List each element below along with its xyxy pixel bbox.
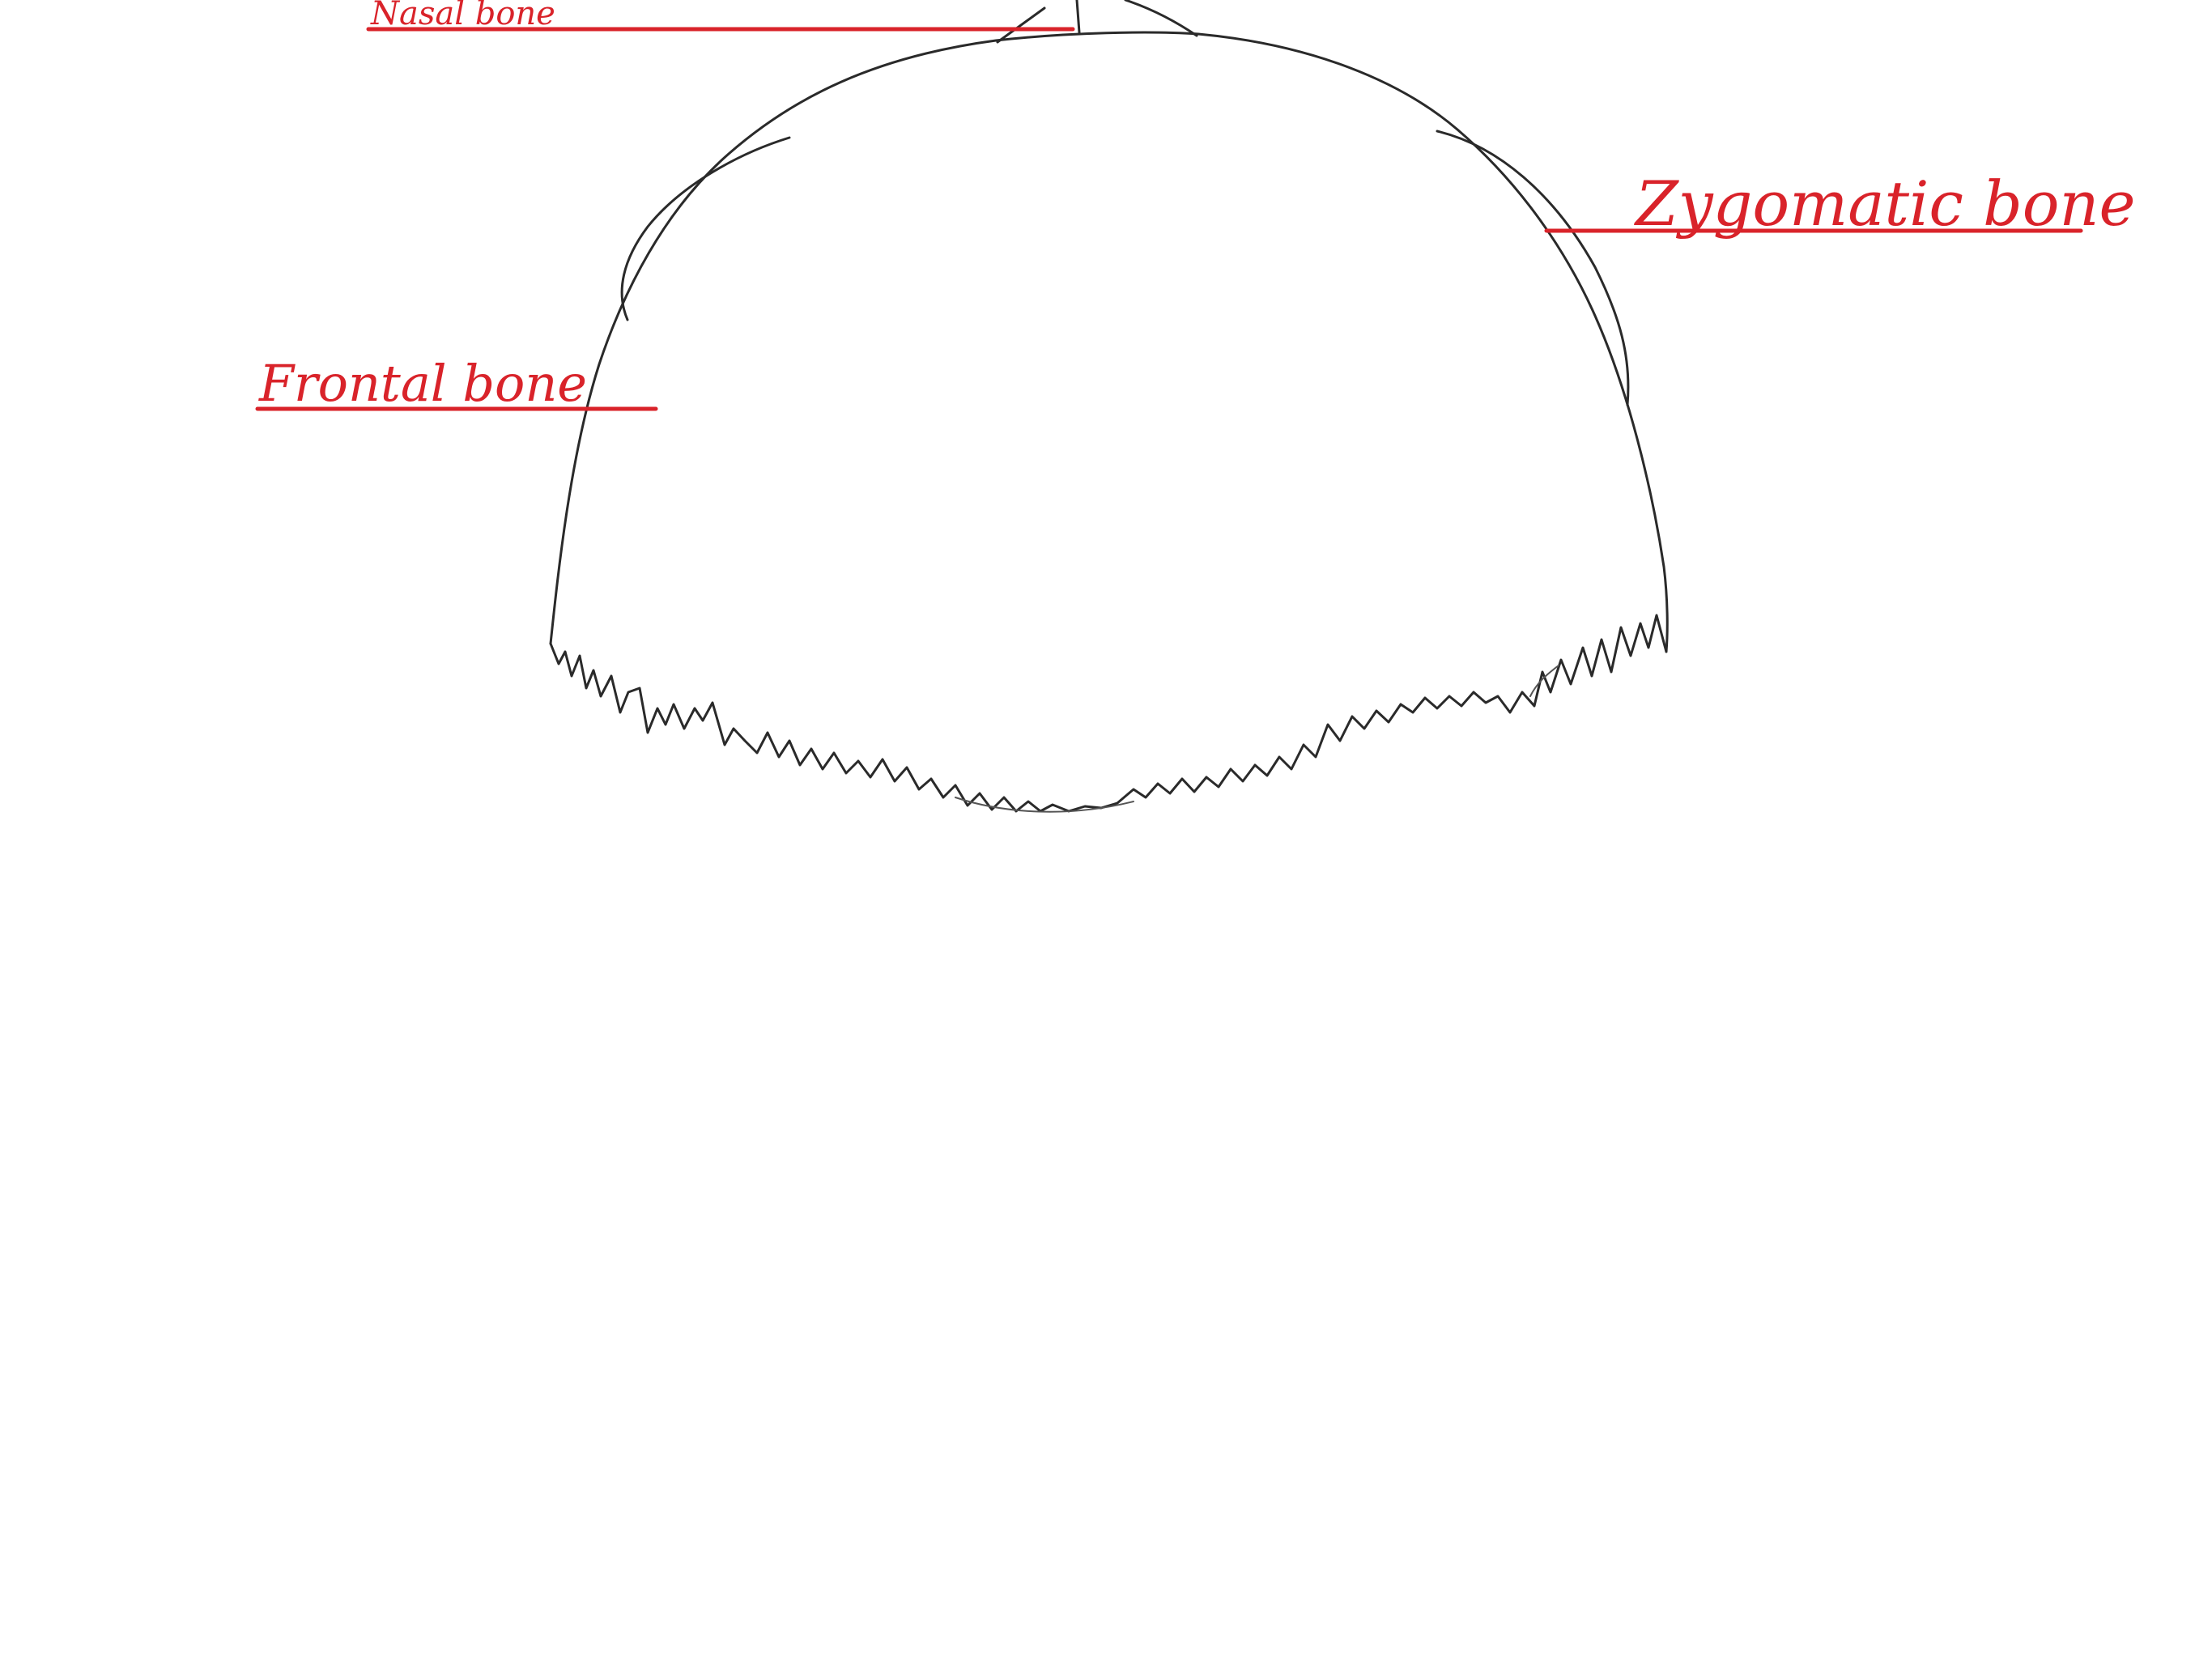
zygomatic-bone-label: Zygomatic bone — [1634, 168, 2135, 240]
nasal-bone-outline — [998, 0, 1197, 42]
skull-outline — [551, 32, 1667, 652]
frontal-bone-label: Frontal bone — [258, 354, 587, 413]
nasal-bone-label: Nasal bone — [370, 0, 555, 32]
jagged-bottom-edge — [551, 615, 1666, 811]
zygomatic-arch-outline — [1437, 131, 1628, 405]
frontal-bulge-outline — [622, 138, 789, 320]
